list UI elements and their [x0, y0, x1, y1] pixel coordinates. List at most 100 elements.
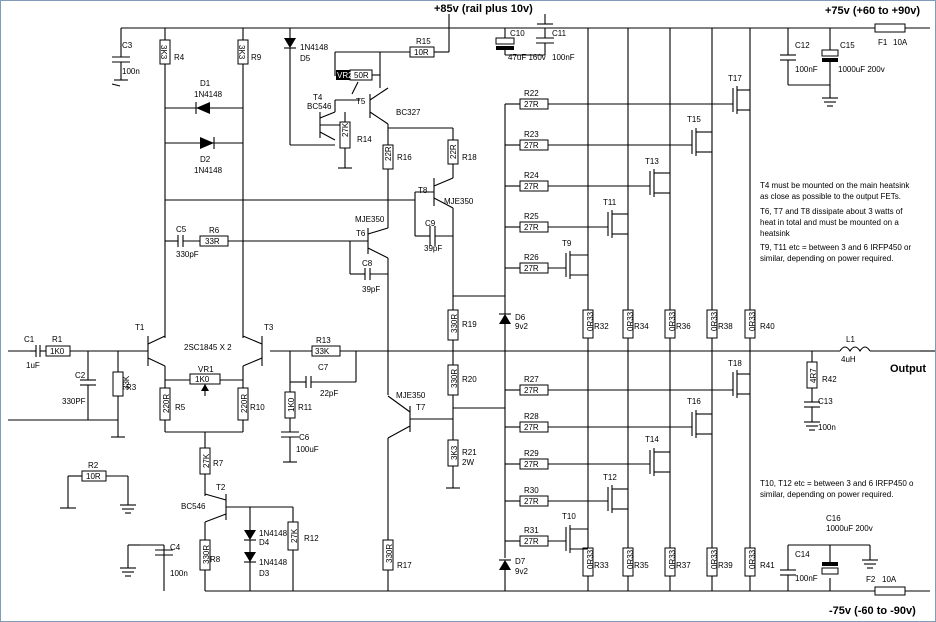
svg-text:33K: 33K: [315, 347, 330, 356]
note-3b: similar, depending on power required.: [760, 254, 893, 263]
svg-text:R11: R11: [298, 403, 313, 412]
svg-text:0R33: 0R33: [748, 549, 757, 569]
svg-text:C3: C3: [122, 41, 133, 50]
svg-text:D5: D5: [300, 54, 311, 63]
svg-text:L1: L1: [846, 335, 855, 344]
svg-text:100nF: 100nF: [795, 65, 818, 74]
svg-text:R17: R17: [397, 561, 412, 570]
mosfet-t10: [565, 525, 588, 553]
svg-text:330PF: 330PF: [62, 397, 86, 406]
svg-text:1N4148: 1N4148: [259, 529, 288, 538]
mosfet-t15: [691, 128, 712, 156]
svg-text:T7: T7: [416, 403, 426, 412]
svg-text:10R: 10R: [414, 48, 429, 57]
svg-text:C12: C12: [795, 41, 810, 50]
svg-text:R14: R14: [357, 135, 372, 144]
svg-text:T15: T15: [687, 115, 701, 124]
svg-text:F2: F2: [866, 575, 876, 584]
svg-text:R40: R40: [760, 322, 775, 331]
svg-text:100n: 100n: [122, 67, 140, 76]
svg-text:C2: C2: [75, 371, 86, 380]
svg-text:0R33: 0R33: [710, 549, 719, 569]
svg-text:VR1: VR1: [198, 365, 214, 374]
svg-text:R20: R20: [462, 375, 477, 384]
svg-text:27R: 27R: [524, 223, 539, 232]
svg-text:R15: R15: [416, 37, 431, 46]
mosfet-t16: [691, 410, 712, 438]
labels: +85v (rail plus 10v) +75v (+60 to +90v) …: [24, 3, 926, 617]
svg-text:9v2: 9v2: [515, 567, 528, 576]
svg-text:R21: R21: [462, 448, 477, 457]
positive-rail-wires: [121, 14, 930, 29]
supply-decoupling: [495, 14, 554, 56]
svg-text:D7: D7: [515, 557, 526, 566]
svg-text:T6: T6: [356, 229, 366, 238]
svg-text:39pF: 39pF: [362, 285, 380, 294]
mosfet-t12: [607, 485, 628, 513]
svg-text:1000uF 200v: 1000uF 200v: [826, 524, 873, 533]
svg-text:D2: D2: [200, 155, 211, 164]
svg-text:27R: 27R: [524, 386, 539, 395]
svg-text:330R: 330R: [385, 544, 394, 563]
note-2c: heatsink: [760, 229, 791, 238]
note-1b: as close as possible to the output FETs.: [760, 192, 901, 201]
svg-text:C6: C6: [299, 433, 310, 442]
svg-text:3K3: 3K3: [237, 45, 246, 60]
svg-text:C15: C15: [840, 41, 855, 50]
svg-text:1N4148: 1N4148: [194, 90, 223, 99]
svg-text:22pF: 22pF: [320, 389, 338, 398]
svg-text:T5: T5: [356, 97, 366, 106]
svg-text:R16: R16: [397, 153, 412, 162]
input-stage: [8, 345, 148, 514]
svg-text:100nF: 100nF: [552, 53, 575, 62]
svg-text:MJE350: MJE350: [355, 215, 385, 224]
svg-text:1000uF 200v: 1000uF 200v: [838, 65, 885, 74]
output-stage: [499, 28, 756, 591]
svg-text:27R: 27R: [524, 141, 539, 150]
rail-capacitors: [780, 23, 906, 596]
svg-text:C14: C14: [795, 550, 810, 559]
svg-text:R32: R32: [594, 322, 609, 331]
svg-text:BC546: BC546: [307, 102, 332, 111]
svg-text:1N4148: 1N4148: [194, 166, 223, 175]
svg-text:3K3: 3K3: [450, 445, 459, 460]
svg-text:R39: R39: [718, 561, 733, 570]
svg-text:10A: 10A: [893, 38, 908, 47]
svg-text:47uF 160v: 47uF 160v: [508, 53, 546, 62]
note-2a: T6, T7 and T8 dissipate about 3 watts of: [760, 207, 903, 216]
svg-text:T11: T11: [603, 198, 617, 207]
note-3a: T9, T11 etc = between 3 and 6 IRFP450 or: [760, 243, 911, 252]
svg-text:R4: R4: [174, 53, 185, 62]
svg-text:330pF: 330pF: [176, 250, 199, 259]
svg-text:T1: T1: [135, 323, 145, 332]
svg-text:R33: R33: [594, 561, 609, 570]
svg-text:R23: R23: [524, 130, 539, 139]
note-2b: heat in total and must be mounted on a: [760, 218, 899, 227]
svg-text:0R33: 0R33: [626, 311, 635, 331]
svg-text:100uF: 100uF: [296, 445, 319, 454]
svg-text:C4: C4: [170, 543, 181, 552]
svg-text:T16: T16: [687, 397, 701, 406]
svg-text:D6: D6: [515, 313, 526, 322]
svg-text:R9: R9: [251, 53, 262, 62]
svg-text:BC546: BC546: [181, 502, 206, 511]
svg-text:1K0: 1K0: [195, 375, 210, 384]
svg-text:C1: C1: [24, 335, 35, 344]
rail-label-pos: +75v (+60 to +90v): [825, 5, 920, 17]
svg-text:330R: 330R: [450, 314, 459, 333]
long-tailed-pair: [120, 28, 415, 592]
svg-text:220R: 220R: [240, 394, 249, 413]
svg-text:T9: T9: [562, 239, 572, 248]
svg-text:100n: 100n: [170, 569, 188, 578]
svg-text:33K: 33K: [122, 375, 131, 390]
svg-text:0R33: 0R33: [748, 311, 757, 331]
svg-text:R22: R22: [524, 89, 539, 98]
svg-text:22R: 22R: [384, 146, 393, 161]
mosfet-t14: [649, 448, 670, 476]
svg-text:0R33: 0R33: [586, 549, 595, 569]
svg-text:T14: T14: [645, 435, 659, 444]
svg-text:VR2: VR2: [337, 71, 353, 80]
note-4a: T10, T12 etc = between 3 and 6 IRFP450 o: [760, 479, 914, 488]
svg-text:R1: R1: [52, 335, 63, 344]
